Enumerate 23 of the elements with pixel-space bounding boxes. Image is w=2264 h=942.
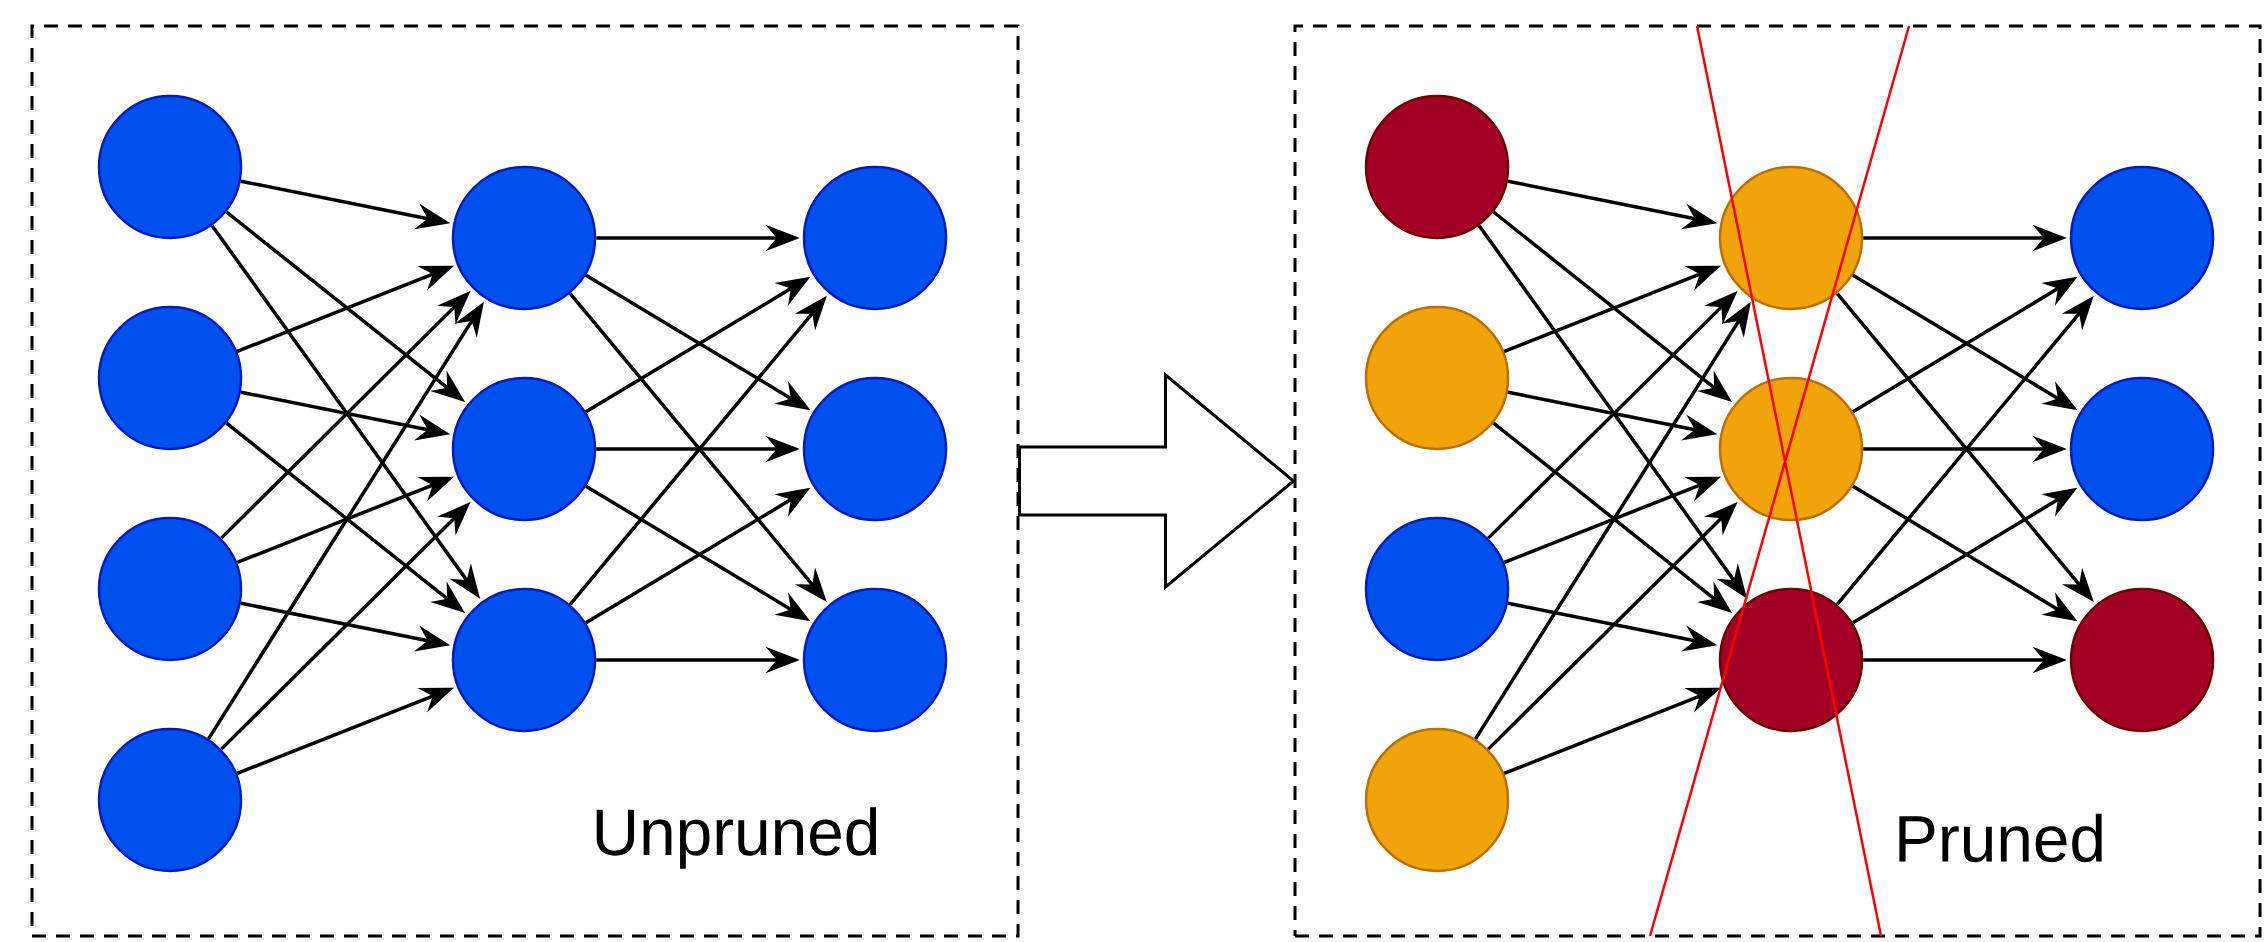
dashed-frame: Pruned bbox=[1293, 24, 2262, 938]
neuron-circle bbox=[1364, 305, 1510, 451]
neuron-circle bbox=[1364, 727, 1510, 873]
neuron-circle bbox=[1718, 587, 1864, 733]
neuron-circle bbox=[97, 305, 243, 451]
neuron-circle bbox=[2069, 376, 2215, 522]
neuron-circle bbox=[97, 727, 243, 873]
neuron-circle bbox=[451, 165, 597, 311]
neuron-circle bbox=[97, 516, 243, 662]
neuron-circle bbox=[1364, 516, 1510, 662]
neuron-circle bbox=[97, 94, 243, 240]
block-arrow bbox=[1018, 371, 1296, 591]
neuron-circle bbox=[2069, 587, 2215, 733]
neuron-circle bbox=[802, 376, 948, 522]
neuron-circle bbox=[451, 376, 597, 522]
neuron-circle bbox=[802, 587, 948, 733]
dashed-frame: Unpruned bbox=[30, 24, 1020, 938]
neuron-circle bbox=[1718, 165, 1864, 311]
neuron-circle bbox=[451, 587, 597, 733]
neuron-circle bbox=[1718, 376, 1864, 522]
neuron-circle bbox=[1364, 94, 1510, 240]
neuron-circle bbox=[2069, 165, 2215, 311]
neuron-circle bbox=[802, 165, 948, 311]
